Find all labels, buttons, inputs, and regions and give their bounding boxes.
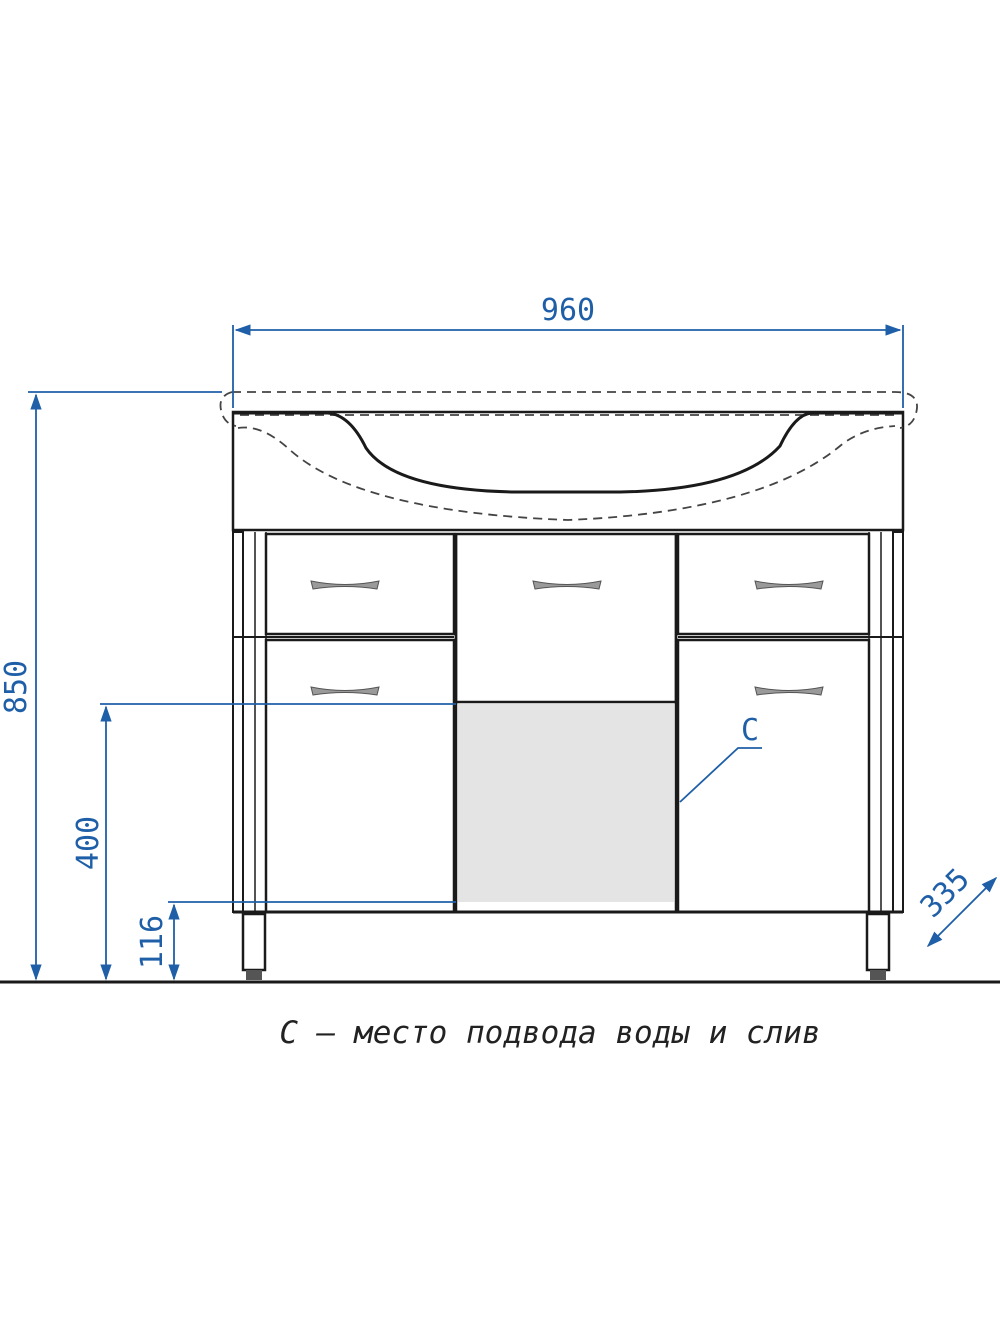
left-drawer [264,532,456,636]
left-leg [241,912,267,972]
marker-leader-line [679,747,762,803]
right-door [676,638,871,914]
leg-label: 116 [135,915,170,969]
dimension-lines [28,324,998,981]
opening-label: 400 [71,816,106,870]
right-leg [865,912,891,972]
center-door [454,532,678,704]
open-niche-opening [458,704,674,902]
handle-left-drawer [310,580,380,590]
handle-center-door [532,580,602,590]
cabinet-body [232,531,904,914]
sink-top [219,391,918,532]
depth-label: 335 [914,862,977,925]
height-label: 850 [0,660,34,714]
basin-dashed-curve [237,425,896,521]
left-door [264,638,456,914]
sink-rim-dashed [219,391,918,429]
depth-dimension-line [926,876,998,948]
caption: С – место подвода воды и слив [279,1015,820,1051]
handles [310,580,824,696]
legs [241,912,891,980]
sink-front-panel [231,410,905,532]
handle-right-door [754,686,824,696]
marker-c-label: C [741,713,759,748]
width-label: 960 [541,293,595,328]
basin-curve [234,411,903,494]
handle-right-drawer [754,580,824,590]
handle-left-door [310,686,380,696]
